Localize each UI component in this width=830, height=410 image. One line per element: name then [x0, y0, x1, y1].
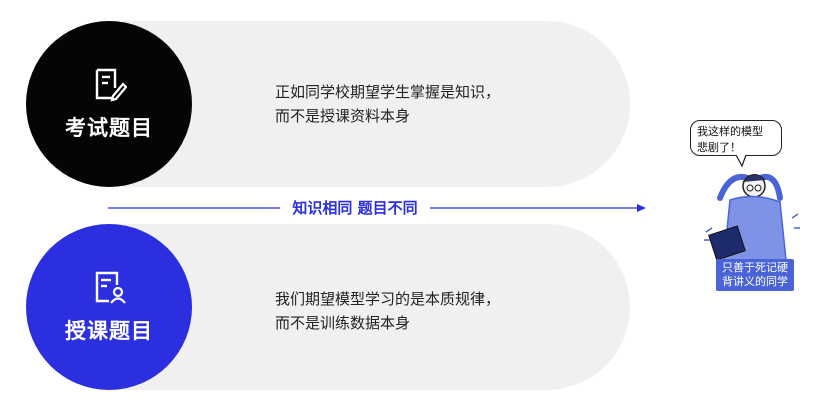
exam-description-line: 正如同学校期望学生掌握是知识，	[275, 83, 501, 101]
exam-description: 正如同学校期望学生掌握是知识， 而不是授课资料本身	[275, 80, 500, 128]
student-caption-line: 只善于死记硬	[722, 261, 788, 274]
student-caption: 只善于死记硬 背讲义的同学	[716, 259, 794, 291]
arrow-connector: 知识相同 题目不同	[108, 196, 648, 220]
lecture-title: 授课题目	[65, 319, 153, 343]
exam-title: 考试题目	[65, 116, 153, 140]
exam-description-line: 而不是授课资料本身	[275, 107, 411, 125]
document-pen-icon	[95, 68, 127, 102]
exam-circle: 考试题目	[26, 21, 192, 187]
lecture-circle: 授课题目	[26, 224, 192, 390]
student-caption-line: 背讲义的同学	[722, 275, 788, 288]
lecture-description-line: 而不是训练数据本身	[275, 314, 411, 332]
speech-bubble: 我这样的模型 悲剧了！	[690, 120, 782, 156]
arrow-label: 知识相同 题目不同	[280, 196, 430, 220]
document-person-icon	[95, 271, 126, 304]
frustrated-student-illustration: 我这样的模型 悲剧了！ 只善于死记硬 背讲义的同学	[690, 120, 810, 291]
speech-bubble-line: 悲剧了！	[697, 141, 741, 154]
speech-bubble-line: 我这样的模型	[697, 125, 763, 138]
student-figure-icon	[704, 154, 800, 261]
lecture-description: 我们期望模型学习的是本质规律， 而不是训练数据本身	[275, 287, 500, 335]
lecture-description-line: 我们期望模型学习的是本质规律，	[275, 290, 501, 308]
